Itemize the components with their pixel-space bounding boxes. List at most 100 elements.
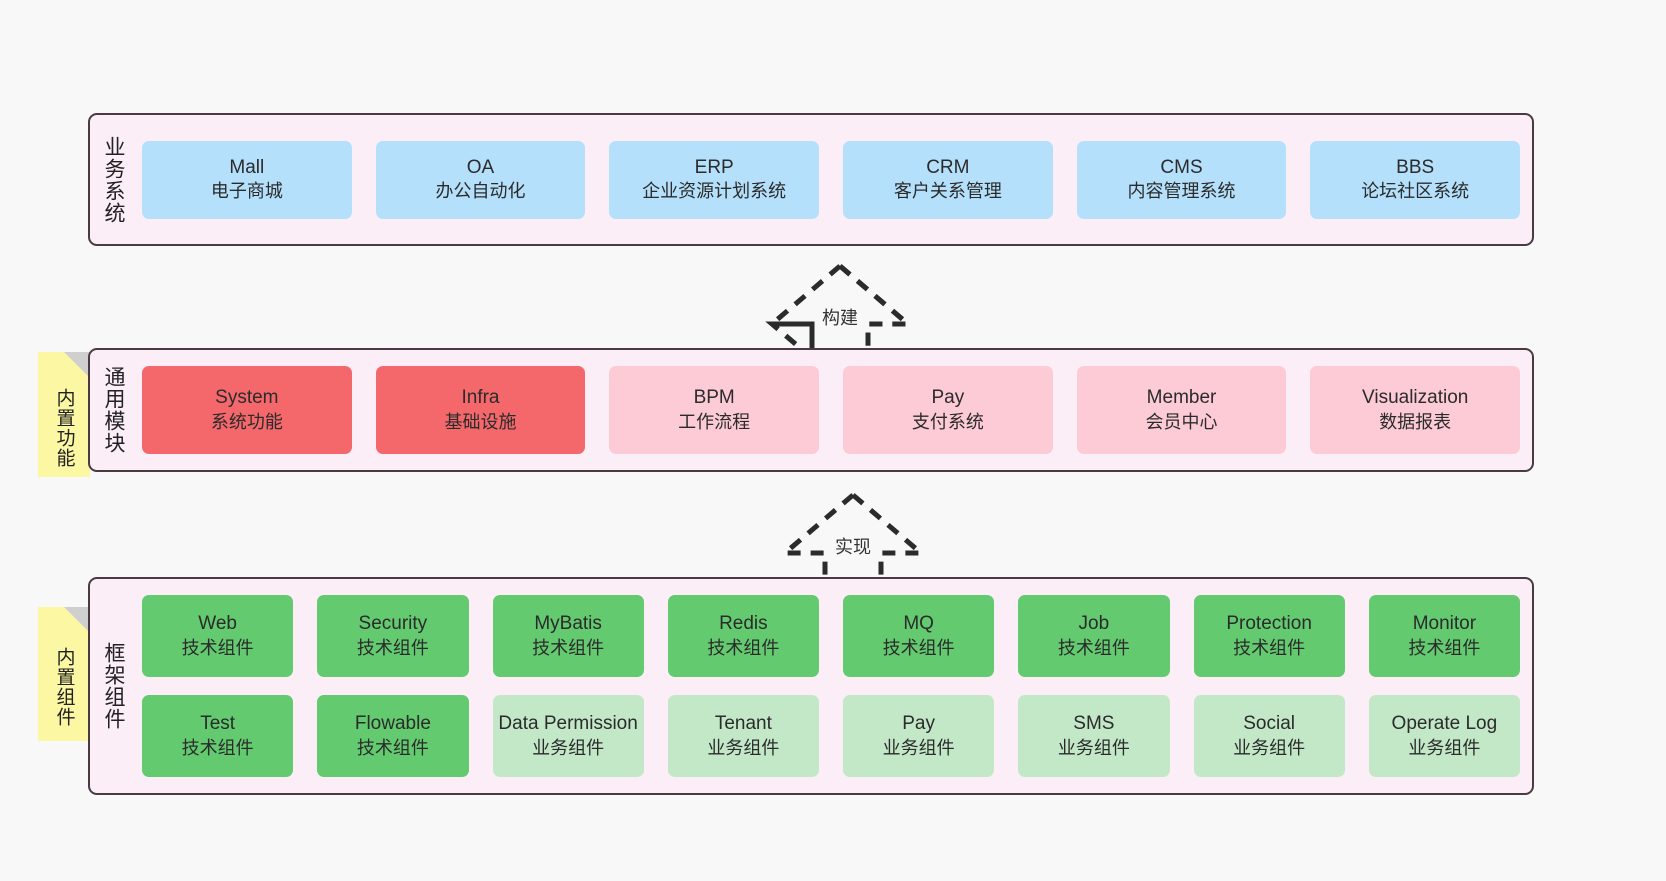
- module-name: Test: [200, 713, 236, 735]
- module-subtitle: 业务组件: [1408, 737, 1481, 758]
- module-name: Flowable: [354, 713, 431, 735]
- module-card-mq[interactable]: MQ 技术组件: [843, 595, 995, 677]
- module-card-infra[interactable]: Infra 基础设施: [375, 366, 586, 454]
- module-subtitle: 会员中心: [1145, 411, 1218, 432]
- layer-body-common-modules: System 系统功能 Infra 基础设施 BPM 工作流程 Pay 支付系统…: [136, 350, 1532, 470]
- layer-panel-common-modules[interactable]: 通用模块 System 系统功能 Infra 基础设施 BPM 工作流程 Pay…: [88, 348, 1534, 472]
- module-card-job[interactable]: Job 技术组件: [1018, 595, 1170, 677]
- module-subtitle: 数据报表: [1379, 411, 1452, 432]
- module-card-mall[interactable]: Mall 电子商城: [142, 140, 352, 219]
- module-name: Tenant: [714, 713, 772, 735]
- relation-arrow-implement-label: 实现: [835, 537, 871, 557]
- module-subtitle: 内容管理系统: [1127, 181, 1236, 202]
- module-subtitle: 技术组件: [1233, 637, 1306, 658]
- sticky-note-label: 内置功能: [53, 387, 75, 468]
- module-card-web[interactable]: Web 技术组件: [142, 595, 294, 677]
- module-card-security[interactable]: Security 技术组件: [317, 595, 469, 677]
- layer-row: Web 技术组件 Security 技术组件 MyBatis 技术组件 Redi…: [142, 595, 1520, 677]
- module-card-operate-log[interactable]: Operate Log 业务组件: [1368, 695, 1520, 777]
- module-card-pay-business[interactable]: Pay 业务组件: [843, 695, 995, 777]
- layer-body-business-systems: Mall 电子商城 OA 办公自动化 ERP 企业资源计划系统 CRM 客户关系…: [136, 115, 1532, 244]
- layer-row: Mall 电子商城 OA 办公自动化 ERP 企业资源计划系统 CRM 客户关系…: [142, 140, 1521, 219]
- module-subtitle: 业务组件: [707, 737, 780, 758]
- module-card-oa[interactable]: OA 办公自动化: [375, 140, 586, 219]
- note-fold-corner: [64, 352, 90, 378]
- module-name: OA: [466, 156, 495, 178]
- module-card-test[interactable]: Test 技术组件: [142, 695, 294, 777]
- module-name: Operate Log: [1391, 713, 1498, 735]
- module-subtitle: 电子商城: [210, 181, 283, 202]
- module-name: Infra: [461, 387, 500, 409]
- module-name: BPM: [693, 387, 735, 409]
- module-card-system[interactable]: System 系统功能: [142, 366, 352, 454]
- layer-row: System 系统功能 Infra 基础设施 BPM 工作流程 Pay 支付系统…: [142, 366, 1521, 454]
- module-subtitle: 技术组件: [1057, 637, 1130, 658]
- layer-panel-business-systems[interactable]: 业务系统 Mall 电子商城 OA 办公自动化 ERP 企业资源计划系统 CRM…: [88, 113, 1534, 246]
- sticky-note-label: 内置组件: [53, 647, 75, 727]
- module-name: ERP: [694, 156, 734, 178]
- module-subtitle: 工作流程: [678, 411, 751, 432]
- module-subtitle: 技术组件: [356, 637, 429, 658]
- module-name: Web: [198, 613, 237, 635]
- module-name: Redis: [719, 613, 768, 635]
- module-subtitle: 技术组件: [1408, 637, 1481, 658]
- module-card-social[interactable]: Social 业务组件: [1193, 695, 1345, 777]
- module-subtitle: 业务组件: [532, 737, 605, 758]
- layer-title-common-modules: 通用模块: [101, 366, 125, 454]
- module-name: Protection: [1226, 613, 1312, 635]
- module-name: Job: [1078, 613, 1110, 635]
- module-card-data-permission[interactable]: Data Permission 业务组件: [492, 695, 644, 777]
- module-subtitle: 技术组件: [882, 637, 955, 658]
- module-subtitle: 论坛社区系统: [1361, 181, 1470, 202]
- module-name: Visualization: [1362, 387, 1469, 409]
- module-card-member[interactable]: Member 会员中心: [1076, 366, 1287, 454]
- module-card-cms[interactable]: CMS 内容管理系统: [1076, 140, 1287, 219]
- layer-title-framework-components: 框架组件: [101, 642, 125, 730]
- layer-body-framework-components: Web 技术组件 Security 技术组件 MyBatis 技术组件 Redi…: [136, 579, 1532, 793]
- relation-arrow-build-label: 构建: [822, 308, 858, 328]
- module-subtitle: 技术组件: [181, 637, 254, 658]
- module-card-flowable[interactable]: Flowable 技术组件: [317, 695, 469, 777]
- module-card-bpm[interactable]: BPM 工作流程: [609, 366, 820, 454]
- module-name: Pay: [902, 713, 935, 735]
- module-name: Security: [358, 613, 428, 635]
- module-subtitle: 支付系统: [911, 411, 984, 432]
- sticky-note-builtin-components[interactable]: 内置组件: [38, 607, 90, 741]
- sticky-note-builtin-features[interactable]: 内置功能: [38, 352, 90, 477]
- module-card-mybatis[interactable]: MyBatis 技术组件: [492, 595, 644, 677]
- module-name: Mall: [229, 156, 265, 178]
- module-subtitle: 业务组件: [1233, 737, 1306, 758]
- module-card-visualization[interactable]: Visualization 数据报表: [1310, 366, 1521, 454]
- note-fold-corner: [64, 607, 90, 633]
- module-subtitle: 业务组件: [882, 737, 955, 758]
- module-name: MyBatis: [534, 613, 602, 635]
- relation-arrow-implement: 实现: [773, 487, 933, 587]
- module-name: CMS: [1160, 156, 1203, 178]
- module-subtitle: 技术组件: [532, 637, 605, 658]
- layer-title-business-systems: 业务系统: [101, 135, 125, 224]
- module-subtitle: 系统功能: [210, 411, 283, 432]
- module-subtitle: 技术组件: [181, 737, 254, 758]
- module-subtitle: 技术组件: [707, 637, 780, 658]
- module-name: Social: [1243, 713, 1295, 735]
- layer-panel-framework-components[interactable]: 框架组件 Web 技术组件 Security 技术组件 MyBatis 技术组件…: [88, 577, 1534, 795]
- module-card-erp[interactable]: ERP 企业资源计划系统: [609, 140, 820, 219]
- module-name: SMS: [1073, 713, 1115, 735]
- module-card-tenant[interactable]: Tenant 业务组件: [667, 695, 819, 777]
- module-name: CRM: [926, 156, 970, 178]
- module-card-redis[interactable]: Redis 技术组件: [667, 595, 819, 677]
- module-name: Pay: [931, 387, 965, 409]
- module-subtitle: 办公自动化: [435, 181, 526, 202]
- module-name: BBS: [1396, 156, 1435, 178]
- module-card-bbs[interactable]: BBS 论坛社区系统: [1310, 140, 1521, 219]
- module-name: Member: [1146, 387, 1217, 409]
- module-name: Data Permission: [498, 713, 638, 735]
- module-card-monitor[interactable]: Monitor 技术组件: [1368, 595, 1520, 677]
- module-card-sms[interactable]: SMS 业务组件: [1018, 695, 1170, 777]
- module-card-protection[interactable]: Protection 技术组件: [1193, 595, 1345, 677]
- module-subtitle: 客户关系管理: [893, 181, 1002, 202]
- module-card-crm[interactable]: CRM 客户关系管理: [843, 140, 1053, 219]
- module-card-pay[interactable]: Pay 支付系统: [843, 366, 1053, 454]
- layer-row: Test 技术组件 Flowable 技术组件 Data Permission …: [142, 695, 1520, 777]
